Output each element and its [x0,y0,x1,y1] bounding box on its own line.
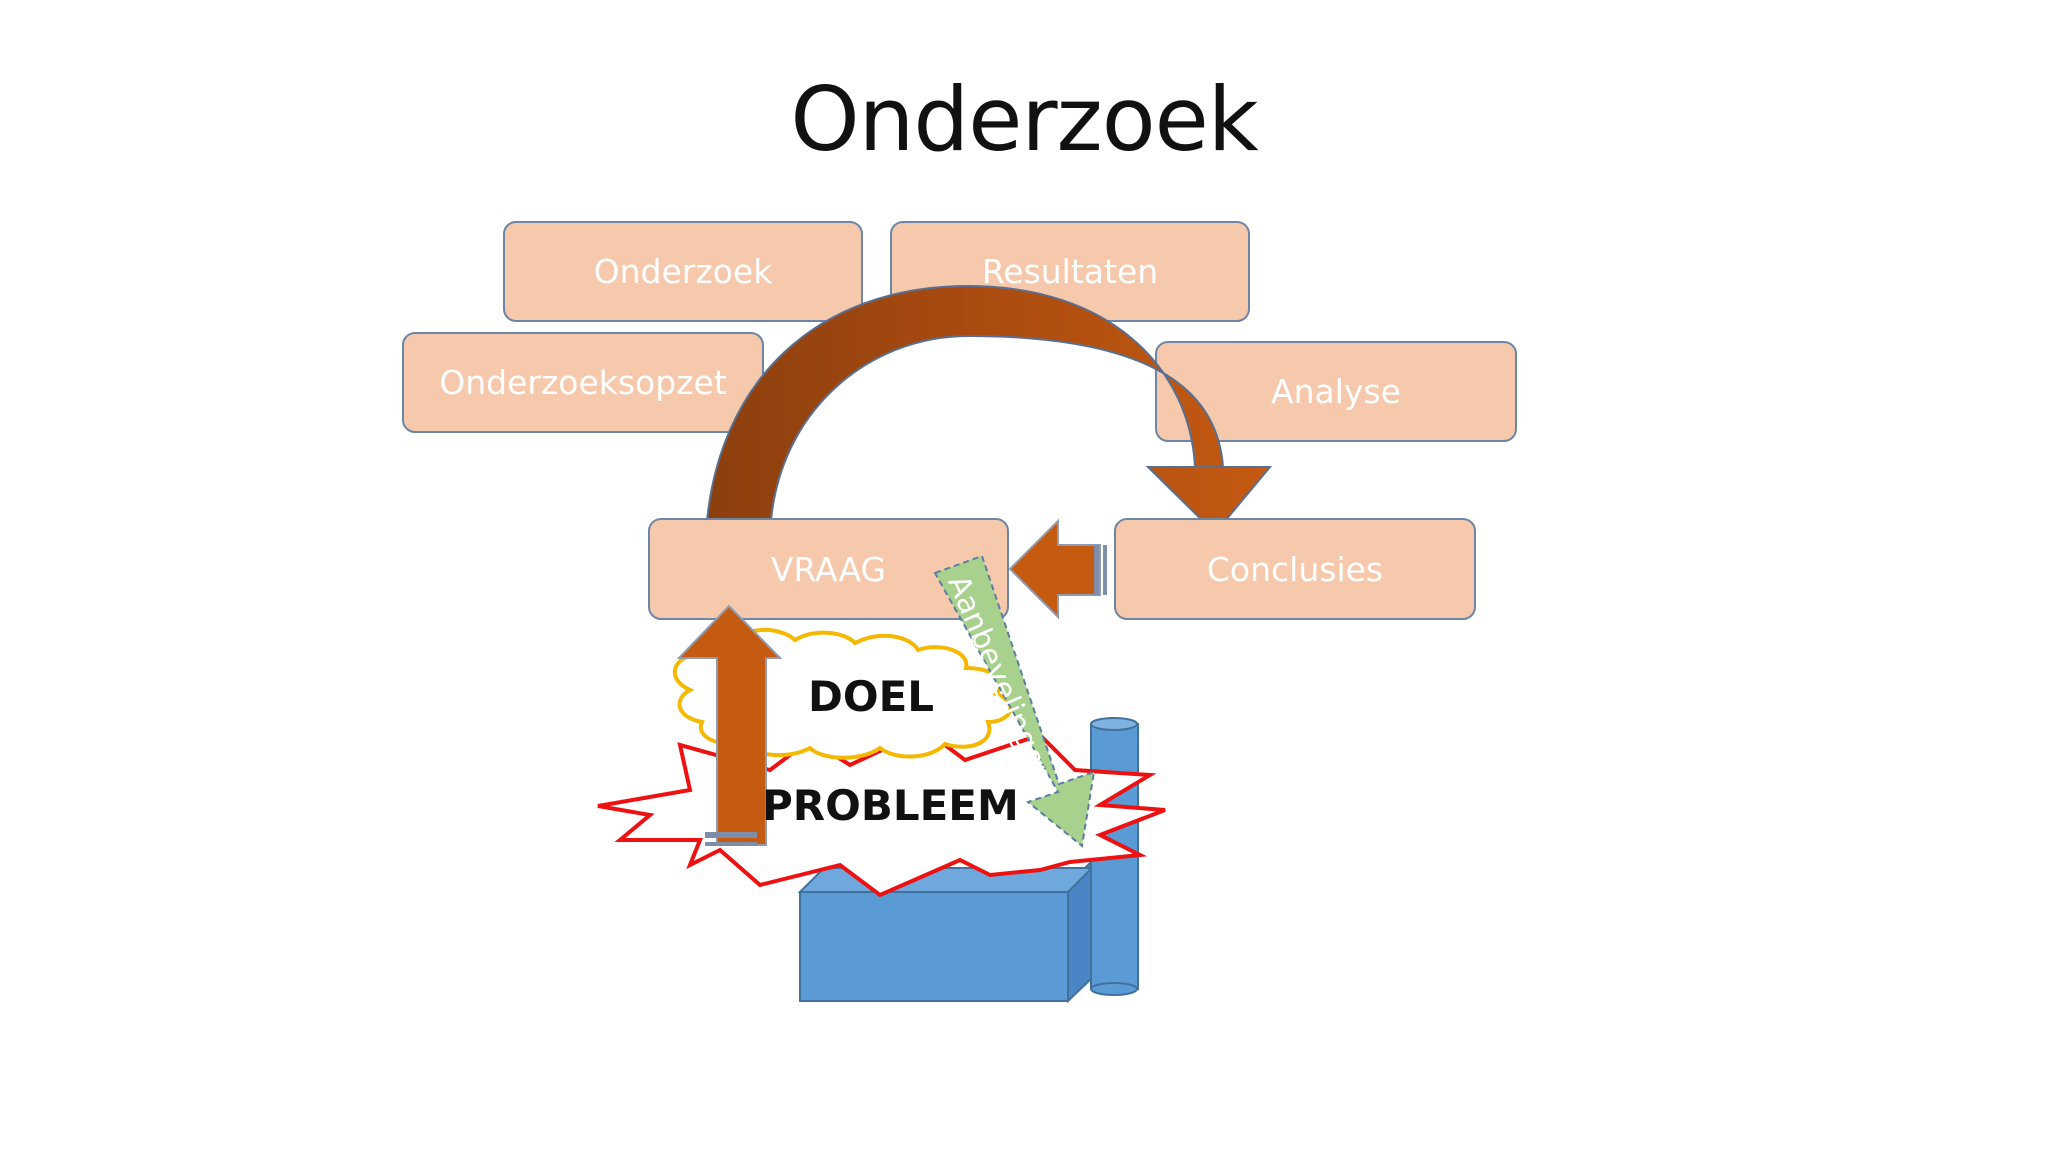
doel-label: DOEL [808,672,935,721]
up-arrow-icon [676,604,783,846]
slide-title: Onderzoek [790,68,1258,171]
stage-box-analyse: Analyse [1155,341,1517,442]
curved-arrow-icon [704,284,1273,535]
stage-box-onderzoeksopzet: Onderzoeksopzet [402,332,764,433]
stage-box-onderzoek: Onderzoek [503,221,863,322]
probleem-label: PROBLEEM [762,781,1019,830]
left-arrow-icon [1008,518,1107,620]
stage-box-conclusies: Conclusies [1114,518,1476,620]
aanbevelingen-arrow [933,554,1096,848]
